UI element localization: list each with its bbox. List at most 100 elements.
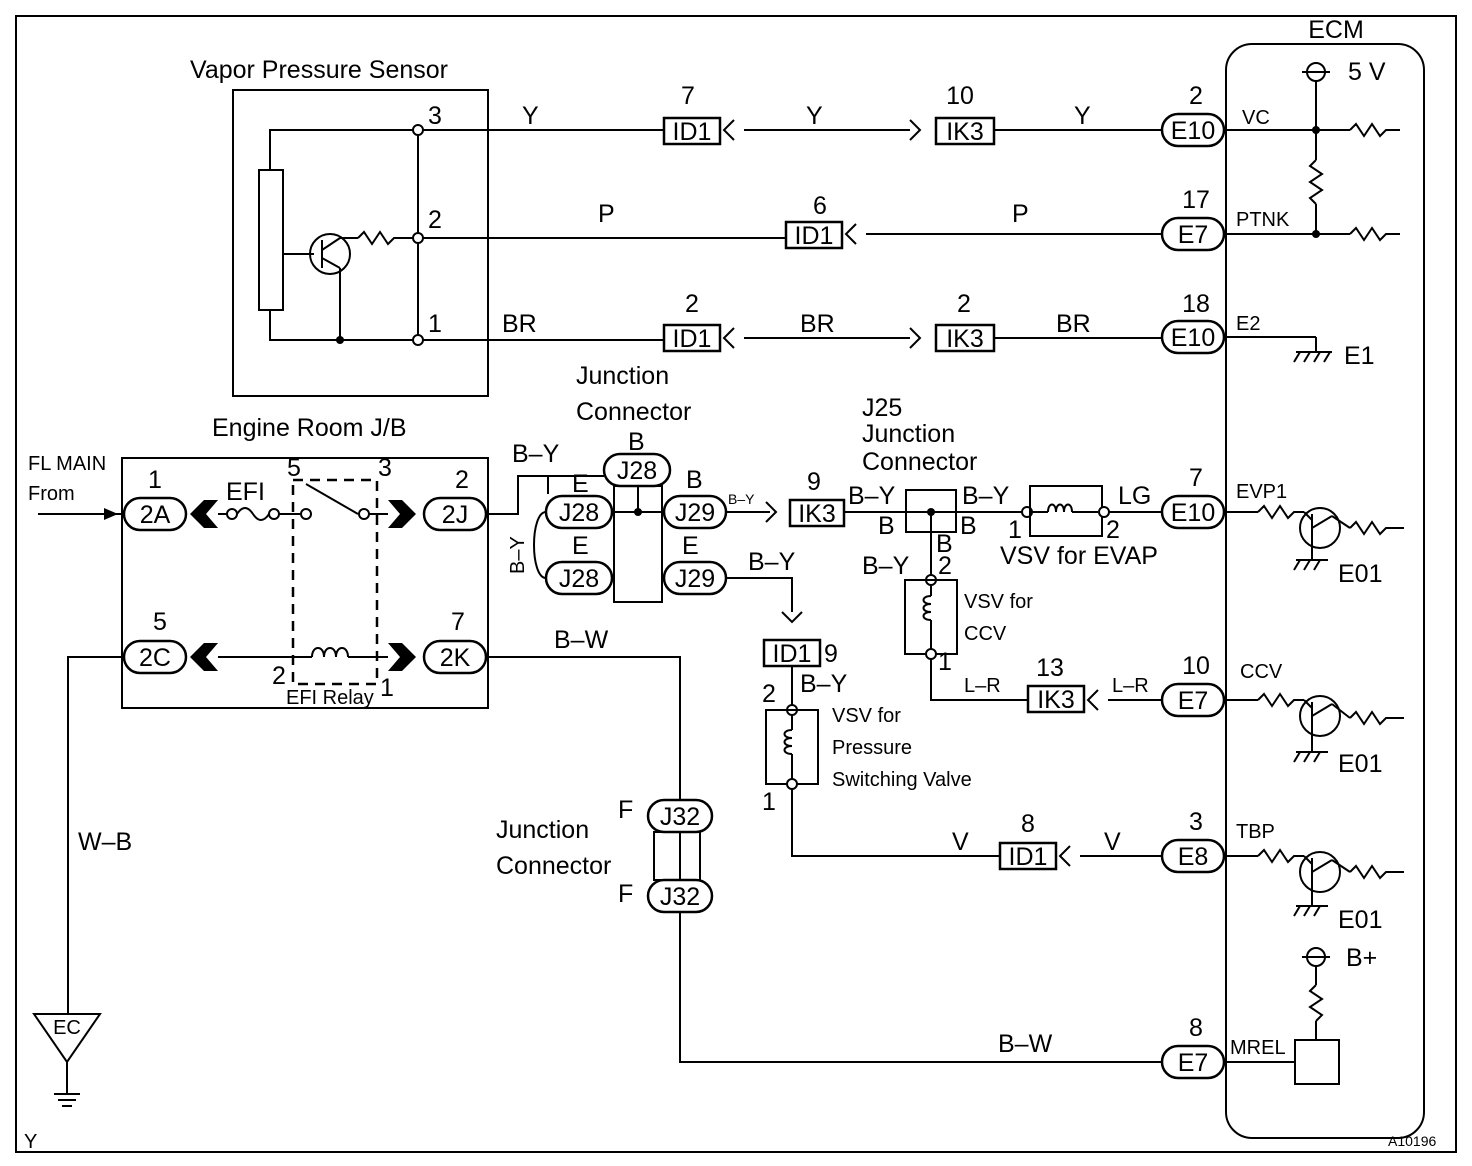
ptnk-resistor <box>1349 226 1400 242</box>
svg-text:Y: Y <box>806 102 823 130</box>
svg-text:IK3: IK3 <box>946 118 984 146</box>
svg-text:IK3: IK3 <box>1037 686 1075 714</box>
svg-text:J29: J29 <box>675 565 715 593</box>
svg-text:E7: E7 <box>1178 1049 1209 1077</box>
from-label: From <box>28 483 75 505</box>
svg-text:2C: 2C <box>139 644 171 672</box>
ik3-connector-10 <box>934 116 996 146</box>
pin-e01-a: E01 <box>1338 560 1382 588</box>
vps-element <box>258 169 284 311</box>
svg-text:LG: LG <box>1118 482 1151 510</box>
id1-connector-7 <box>662 116 722 146</box>
vsv-ccv-label-1: VSV for <box>964 591 1033 613</box>
svg-text:Y: Y <box>1074 102 1091 130</box>
svg-text:B–Y: B–Y <box>862 552 910 580</box>
id1-connector-9 <box>762 638 822 668</box>
svg-text:E: E <box>572 470 589 498</box>
jc2-connector-label: Connector <box>496 852 611 880</box>
svg-text:9: 9 <box>807 468 821 496</box>
svg-text:BR: BR <box>502 310 537 338</box>
svg-text:2: 2 <box>938 552 952 580</box>
vps-label: Vapor Pressure Sensor <box>190 56 448 84</box>
svg-text:7: 7 <box>1189 464 1203 492</box>
svg-text:B–Y: B–Y <box>748 548 796 576</box>
pin-e01-b: E01 <box>1338 750 1382 778</box>
j25-junction-label: Junction <box>862 420 955 448</box>
svg-text:P: P <box>1012 200 1029 228</box>
svg-text:E: E <box>572 532 589 560</box>
id1-connector-8 <box>998 841 1058 871</box>
svg-text:2: 2 <box>1189 82 1203 110</box>
svg-text:2K: 2K <box>440 644 471 672</box>
ecm-box <box>1225 43 1425 1139</box>
pin-ccv: CCV <box>1240 661 1283 683</box>
efi-fuse-icon <box>236 507 270 521</box>
svg-text:ID1: ID1 <box>773 640 812 668</box>
svg-text:1: 1 <box>428 310 442 338</box>
svg-text:V: V <box>1104 828 1121 856</box>
ecm-connectors: E10 2 E7 17 E10 18 E10 7 E7 10 E8 3 E7 8 <box>1160 82 1226 1080</box>
svg-text:2: 2 <box>685 290 699 318</box>
svg-text:6: 6 <box>813 192 827 220</box>
svg-text:2: 2 <box>1106 516 1120 544</box>
svg-text:2A: 2A <box>140 501 171 529</box>
svg-text:ID1: ID1 <box>673 325 712 353</box>
svg-text:ID1: ID1 <box>795 222 834 250</box>
svg-text:2: 2 <box>957 290 971 318</box>
svg-text:IK3: IK3 <box>946 325 984 353</box>
svg-text:1: 1 <box>1008 516 1022 544</box>
jc-connector-label: Connector <box>576 398 691 426</box>
pin-e01-c: E01 <box>1338 906 1382 934</box>
svg-text:E7: E7 <box>1178 221 1209 249</box>
svg-text:ID1: ID1 <box>1009 843 1048 871</box>
svg-text:9: 9 <box>824 640 838 668</box>
y-corner-label: Y <box>24 1131 37 1153</box>
vsv-ccv-label-2: CCV <box>964 623 1007 645</box>
svg-text:Y: Y <box>522 102 539 130</box>
svg-text:7: 7 <box>451 608 465 636</box>
svg-text:2: 2 <box>272 662 286 690</box>
efi-relay-label: EFI Relay <box>286 687 374 709</box>
svg-text:B: B <box>878 512 895 540</box>
svg-text:IK3: IK3 <box>798 500 836 528</box>
svg-text:10: 10 <box>1182 652 1210 680</box>
id1-connector-2 <box>662 323 722 353</box>
vsv-evap-label: VSV for EVAP <box>1000 542 1158 570</box>
svg-text:BR: BR <box>800 310 835 338</box>
svg-text:J32: J32 <box>660 883 700 911</box>
svg-text:E7: E7 <box>1178 687 1209 715</box>
svg-text:E10: E10 <box>1171 499 1215 527</box>
figure-code: A10196 <box>1388 1133 1436 1149</box>
svg-text:B–Y: B–Y <box>800 670 848 698</box>
svg-text:5: 5 <box>153 608 167 636</box>
id1-connector-6 <box>784 220 844 250</box>
svg-text:V: V <box>952 828 969 856</box>
efi-label: EFI <box>226 478 265 506</box>
pin-mrel: MREL <box>1230 1037 1286 1059</box>
diagram-border <box>15 15 1457 1153</box>
erjb-label: Engine Room J/B <box>212 414 407 442</box>
efi-relay-box <box>291 478 379 686</box>
svg-text:F: F <box>618 880 633 908</box>
ec-ground-icon <box>32 1013 102 1064</box>
bplus-label: B+ <box>1346 944 1377 972</box>
pin-vc: VC <box>1242 107 1270 129</box>
vsv-psv-coil-icon <box>783 729 793 755</box>
svg-text:E10: E10 <box>1171 117 1215 145</box>
svg-text:B: B <box>936 530 953 558</box>
svg-text:B–Y: B–Y <box>512 440 560 468</box>
svg-text:18: 18 <box>1182 290 1210 318</box>
svg-text:B–Y: B–Y <box>507 536 529 574</box>
ecm-label: ECM <box>1308 16 1364 44</box>
pin-ptnk: PTNK <box>1236 209 1290 231</box>
svg-text:BR: BR <box>1056 310 1091 338</box>
mrel-driver-box <box>1294 1039 1340 1085</box>
svg-text:J28: J28 <box>559 565 599 593</box>
svg-text:3: 3 <box>1189 808 1203 836</box>
svg-text:B–W: B–W <box>998 1030 1053 1058</box>
svg-text:B: B <box>686 466 703 494</box>
svg-text:E: E <box>682 532 699 560</box>
svg-text:1: 1 <box>762 788 776 816</box>
svg-text:13: 13 <box>1036 654 1064 682</box>
